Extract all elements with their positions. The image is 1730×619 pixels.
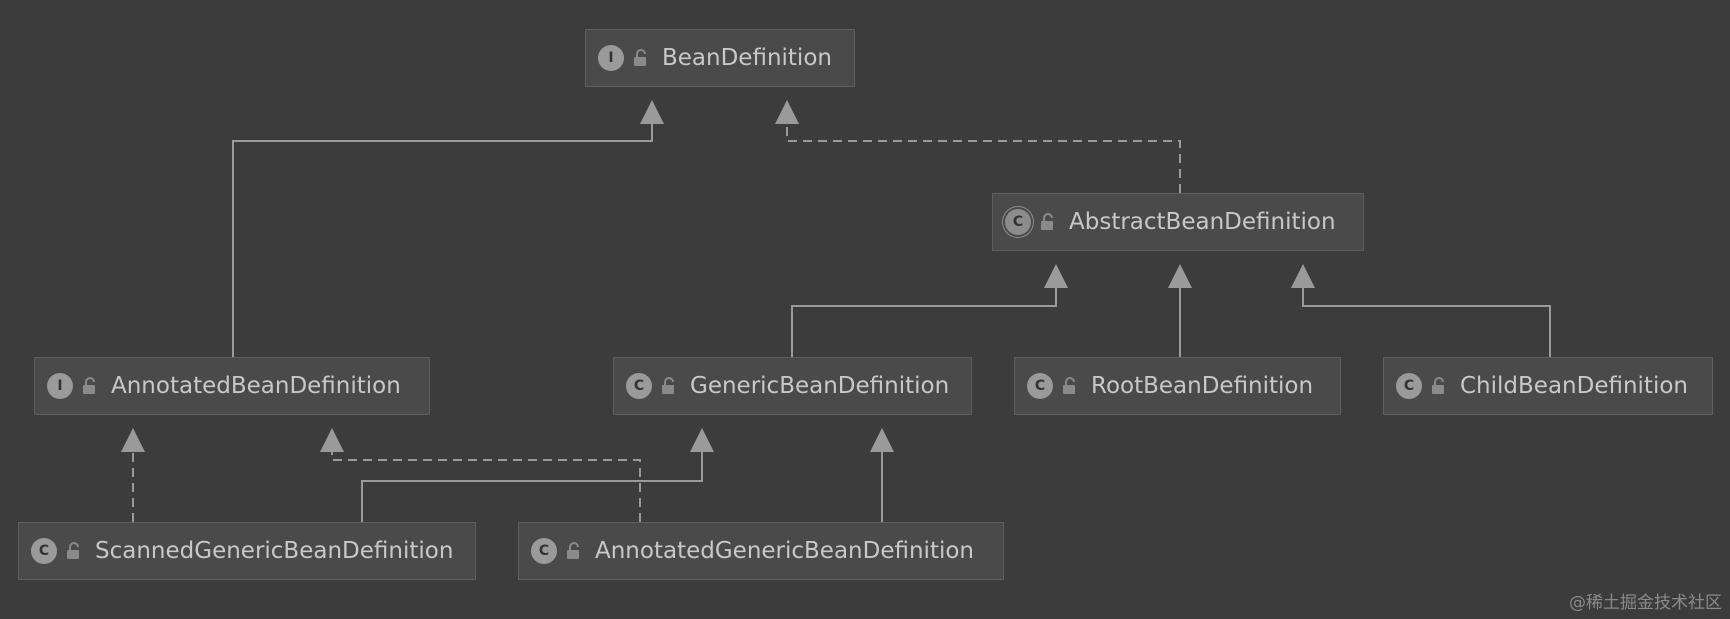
node-root-bean-definition[interactable]: C RootBeanDefinition: [1014, 357, 1341, 415]
edge-scanned-generic-bean-definition-to-generic-bean-definition: [361, 450, 703, 522]
unlock-icon: [1041, 213, 1053, 230]
abstract-class-icon: C: [1005, 209, 1031, 235]
unlock-icon: [662, 377, 674, 394]
edge-annotated-generic-bean-definition-to-annotated-bean-definition: [331, 450, 641, 522]
watermark: @稀土掘金技术社区: [1569, 593, 1722, 613]
inheritance-arrowhead: [1168, 264, 1192, 288]
class-icon: C: [626, 373, 652, 399]
class-icon: C: [1027, 373, 1053, 399]
node-label: BeanDefinition: [662, 45, 832, 71]
class-icon: C: [531, 538, 557, 564]
edge-generic-bean-definition-to-abstract-bean-definition: [791, 286, 1057, 357]
node-bean-definition[interactable]: I BeanDefinition: [585, 29, 855, 87]
edge-annotated-bean-definition-to-bean-definition: [232, 122, 653, 357]
inheritance-arrowhead: [320, 428, 344, 452]
inheritance-arrowhead: [775, 100, 799, 124]
class-icon: C: [1396, 373, 1422, 399]
inheritance-arrowhead: [870, 428, 894, 452]
node-child-bean-definition[interactable]: C ChildBeanDefinition: [1383, 357, 1713, 415]
inheritance-arrowhead: [690, 428, 714, 452]
node-label: GenericBeanDefinition: [690, 373, 950, 399]
inheritance-arrowhead: [640, 100, 664, 124]
inheritance-arrowhead: [1291, 264, 1315, 288]
node-generic-bean-definition[interactable]: C GenericBeanDefinition: [613, 357, 972, 415]
node-label: AnnotatedGenericBeanDefinition: [595, 538, 975, 564]
node-label: AbstractBeanDefinition: [1069, 209, 1336, 235]
edge-abstract-bean-definition-to-bean-definition: [786, 122, 1181, 193]
node-label: ChildBeanDefinition: [1460, 373, 1688, 399]
node-scanned-generic-bean-definition[interactable]: C ScannedGenericBeanDefinition: [18, 522, 476, 580]
node-label: ScannedGenericBeanDefinition: [95, 538, 454, 564]
inheritance-arrowhead: [121, 428, 145, 452]
unlock-icon: [1063, 377, 1075, 394]
interface-icon: I: [598, 45, 624, 71]
node-annotated-bean-definition[interactable]: I AnnotatedBeanDefinition: [34, 357, 430, 415]
node-label: RootBeanDefinition: [1091, 373, 1314, 399]
unlock-icon: [567, 542, 579, 559]
unlock-icon: [634, 49, 646, 66]
interface-icon: I: [47, 373, 73, 399]
edge-child-bean-definition-to-abstract-bean-definition: [1302, 286, 1551, 357]
node-annotated-generic-bean-definition[interactable]: C AnnotatedGenericBeanDefinition: [518, 522, 1004, 580]
unlock-icon: [67, 542, 79, 559]
unlock-icon: [83, 377, 95, 394]
unlock-icon: [1432, 377, 1444, 394]
node-abstract-bean-definition[interactable]: C AbstractBeanDefinition: [992, 193, 1364, 251]
node-label: AnnotatedBeanDefinition: [111, 373, 401, 399]
class-icon: C: [31, 538, 57, 564]
inheritance-arrowhead: [1044, 264, 1068, 288]
